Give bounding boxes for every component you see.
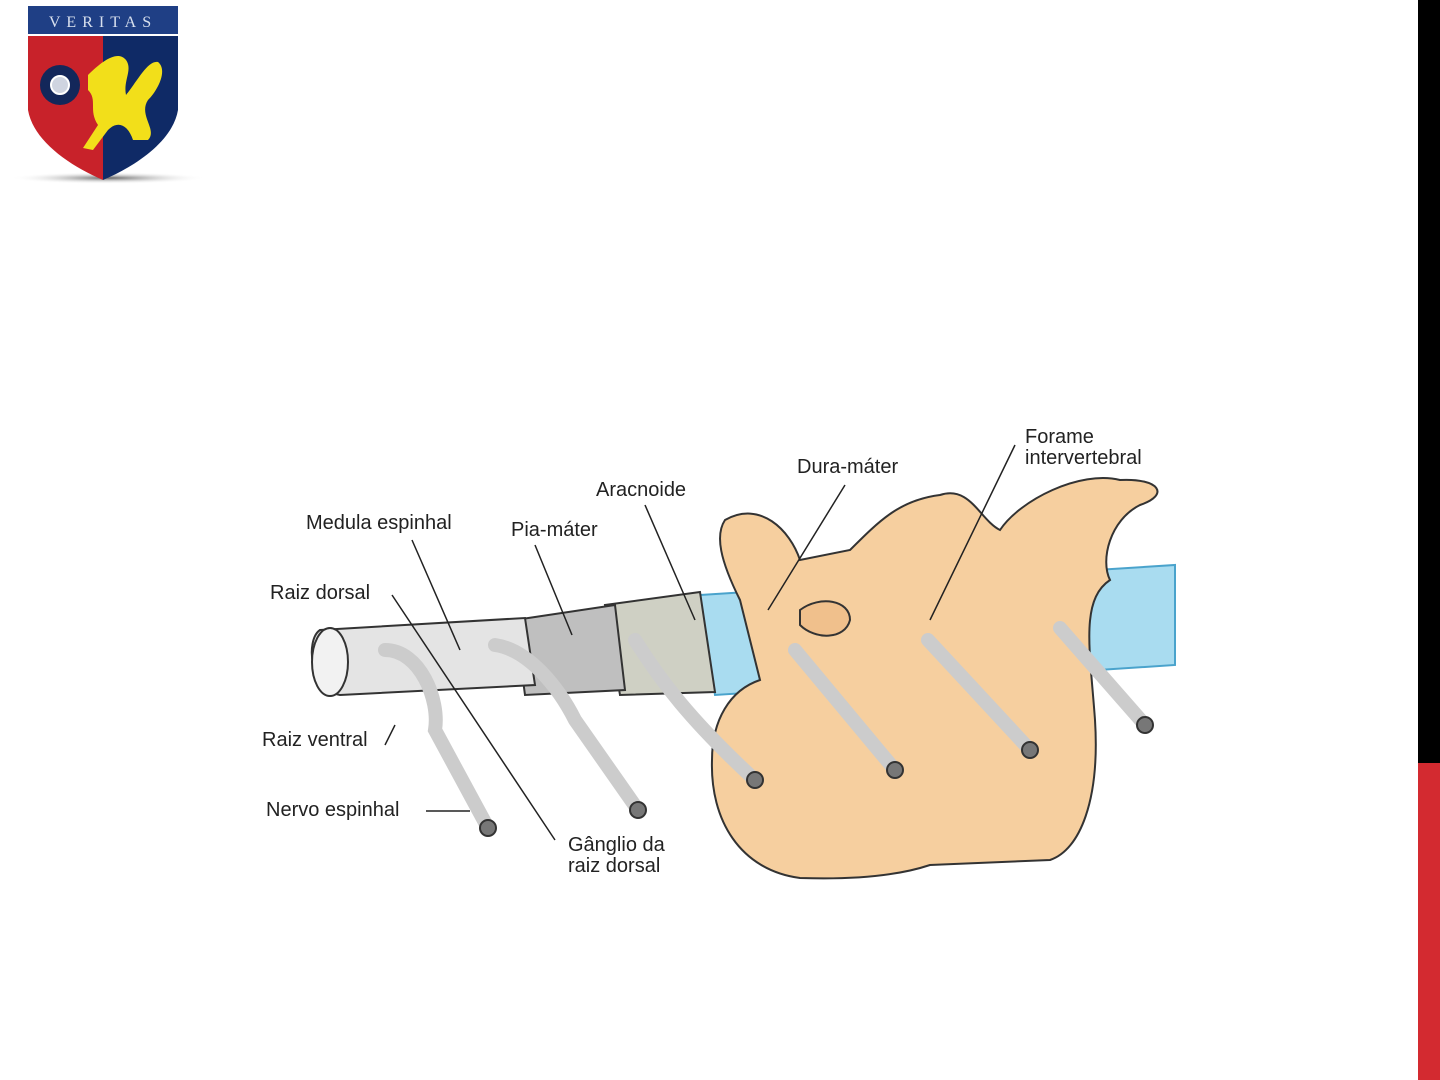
label-raiz-dorsal-ganglio: raiz dorsal [568, 855, 660, 877]
label-dura-mater: Dura-máter [797, 456, 898, 478]
label-aracnoide: Aracnoide [596, 479, 686, 501]
label-raiz-ventral: Raiz ventral [262, 729, 368, 751]
accent-bar-black [1418, 0, 1440, 763]
nerve-ends [479, 716, 1154, 837]
spinal-nerves [378, 621, 1152, 835]
label-intervertebral: intervertebral [1025, 447, 1142, 469]
label-forame: Forame [1025, 426, 1094, 448]
accent-bar-red [1418, 763, 1440, 1080]
leader-lines [384, 444, 1016, 841]
label-nervo-espinhal: Nervo espinhal [266, 799, 399, 821]
vertebrae [710, 477, 1159, 880]
veritas-crest-logo: VERITAS [10, 6, 206, 184]
label-raiz-dorsal: Raiz dorsal [270, 582, 370, 604]
label-ganglio: Gânglio da [568, 834, 666, 856]
label-pia-mater: Pia-máter [511, 519, 598, 541]
svg-text:VERITAS: VERITAS [49, 14, 157, 31]
label-medula-espinhal: Medula espinhal [306, 512, 452, 534]
